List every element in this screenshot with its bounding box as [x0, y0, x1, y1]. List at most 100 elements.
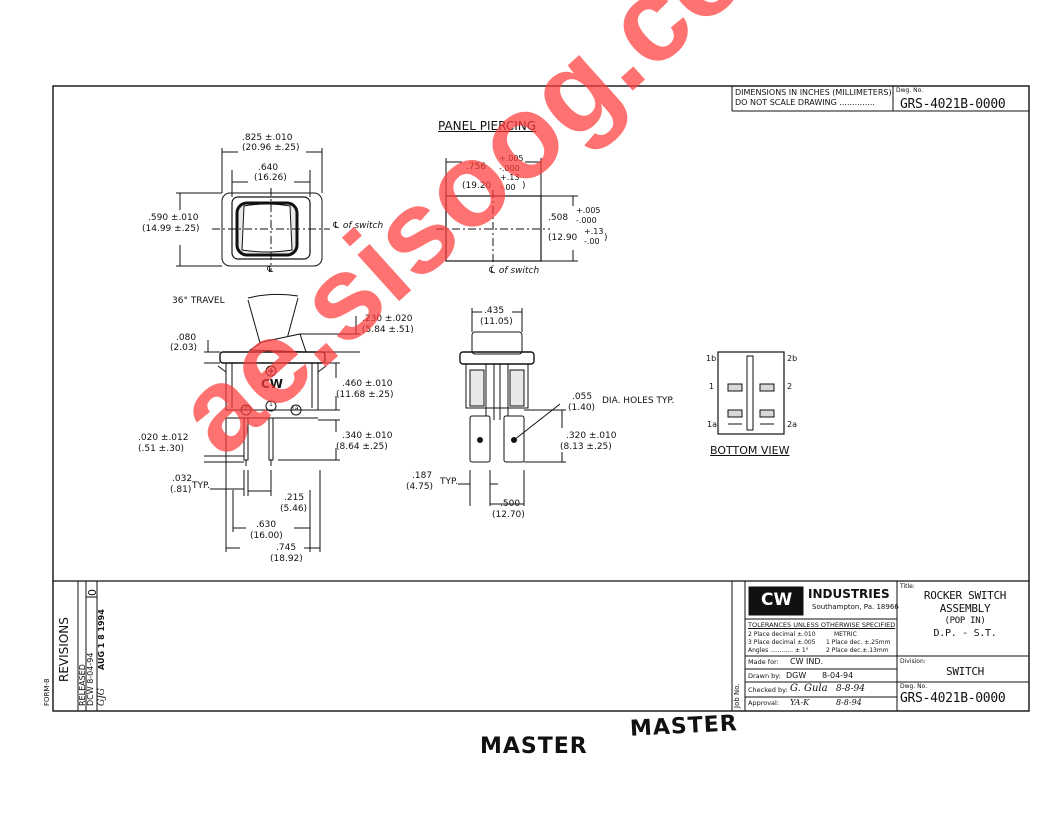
dim-055: .055 [572, 392, 593, 402]
bottom-view [717, 351, 785, 435]
panel-piercing-view [436, 158, 578, 266]
dim-187-mm: (4.75) [406, 482, 434, 492]
bottom-label-1b: 1b [706, 354, 717, 363]
dim-080: .080 [176, 333, 197, 343]
top-view [176, 148, 330, 272]
approval-date: 8-8-94 [836, 698, 862, 707]
dim-435: .435 [484, 306, 505, 316]
revision-number: 0 [86, 589, 99, 596]
panel-width-mm-close: ) [522, 181, 526, 191]
dim-500-mm: (12.70) [492, 510, 525, 520]
released-by: DCW 8-04-94 [86, 652, 95, 706]
travel-label: 36° TRAVEL [172, 296, 225, 306]
dim-320: .320 ±.010 [566, 431, 617, 441]
top-width-dim-mm: (20.96 ±.25) [242, 143, 300, 153]
title-line-1: ROCKER SWITCH [923, 589, 1007, 602]
division-value: SWITCH [946, 665, 984, 678]
dwg-no-label: Dwg. No. [896, 87, 924, 94]
title-line-3: (POP IN) [944, 616, 986, 626]
dim-745: .745 [276, 543, 297, 553]
dim-340-mm: (8.64 ±.25) [336, 442, 388, 452]
bottom-view-label: BOTTOM VIEW [710, 444, 790, 457]
checked-by-value: G. Gula [790, 683, 828, 694]
dwg-no-header: GRS-4021B-0000 [900, 97, 1006, 112]
scale-note: DO NOT SCALE DRAWING .............. [735, 98, 875, 107]
title-block-lines [731, 581, 1029, 711]
release-date-stamp: AUG 1 8 1994 [97, 609, 106, 670]
dim-340: .340 ±.010 [342, 431, 393, 441]
drawn-date: 8-04-94 [822, 671, 854, 680]
company-logo: CW [761, 590, 793, 610]
dim-080-mm: (2.03) [170, 343, 198, 353]
holes-label: DIA. HOLES TYP. [602, 396, 675, 406]
dim-745-mm: (18.92) [270, 554, 303, 564]
dimensions-note: DIMENSIONS IN INCHES (MILLIMETERS) [735, 88, 892, 97]
panel-centerline-label: ℄ of switch [488, 266, 540, 276]
top-centerline-mark: ℄ [266, 265, 275, 275]
dim-460: .460 ±.010 [342, 379, 393, 389]
dim-215-mm: (5.46) [280, 504, 308, 514]
panel-height-mm-plus: +.13 [584, 227, 604, 236]
dwg-no-label-bottom: Dwg. No. [900, 683, 928, 690]
checked-by-label: Checked by: [748, 686, 788, 694]
title-label: Title: [900, 583, 915, 590]
dim-020: .020 ±.012 [138, 433, 189, 443]
dim-055-mm: (1.40) [568, 403, 596, 413]
top-height-dim: .590 ±.010 [148, 213, 199, 223]
panel-width-mm: (19.20 [462, 181, 492, 191]
panel-width-dim: .756 [466, 162, 487, 172]
dim-187-typ: TYP. [440, 477, 458, 487]
dim-187: .187 [412, 471, 433, 481]
approval-label: Approval: [748, 699, 780, 707]
top-width-dim: .825 ±.010 [242, 133, 293, 143]
metric-line-2: 2 Place dec.±.13mm [826, 647, 889, 654]
side-cw-logo: CW [261, 377, 284, 391]
company-name: INDUSTRIES [808, 587, 890, 601]
made-for-value: CW IND. [790, 657, 824, 666]
panel-width-tol-minus: -.000 [499, 164, 520, 173]
dim-032-mm: (.81) [170, 485, 192, 495]
drawn-by-value: DGW [786, 671, 807, 680]
bottom-label-1: 1 [709, 382, 715, 391]
dim-215: .215 [284, 493, 305, 503]
top-inner-dim-mm: (16.26) [254, 173, 287, 183]
job-no-label: Job No. [733, 683, 741, 708]
dim-020-mm: (.51 ±.30) [138, 444, 185, 454]
dim-500: .500 [500, 499, 521, 509]
dim-230: .230 ±.020 [362, 314, 413, 324]
metric-line-1: 1 Place dec. ±.25mm [826, 639, 891, 646]
panel-piercing-label: PANEL PIERCING [438, 119, 537, 133]
dim-230-mm: (5.84 ±.51) [362, 325, 414, 335]
side-view [204, 293, 360, 552]
checked-date: 8-8-94 [836, 684, 865, 694]
revisions-block-lines [77, 581, 98, 711]
form-number: FORM-8 [43, 678, 51, 706]
dwg-no-bottom: GRS-4021B-0000 [900, 691, 1006, 706]
made-for-label: Made for: [748, 658, 779, 666]
drawn-by-label: Drawn by: [748, 672, 781, 680]
bottom-label-2b: 2b [787, 354, 798, 363]
drawing-border [52, 85, 1030, 712]
approval-value: YA-K [790, 698, 810, 707]
division-label: Division: [900, 658, 926, 665]
revisions-title: REVISIONS [57, 617, 71, 682]
term-1-label: 1 [269, 401, 273, 408]
panel-width-mm-minus: -.00 [500, 183, 516, 192]
top-height-dim-mm: (14.99 ±.25) [142, 224, 200, 234]
panel-width-tol-plus: +.005 [499, 154, 524, 163]
term-1b-label: 1b [241, 405, 249, 412]
bottom-label-2a: 2a [787, 420, 797, 429]
top-inner-dim: .640 [258, 163, 279, 173]
dim-032-typ: TYP. [192, 481, 210, 491]
panel-height-dim: .508 [548, 213, 569, 223]
metric-label: METRIC [834, 631, 857, 638]
release-initials: GJG [97, 688, 107, 706]
panel-height-mm: (12.90 [548, 233, 578, 243]
end-view [458, 308, 566, 506]
tolerance-line-3: Angles ............ ± 1° [748, 647, 809, 654]
tolerance-line-1: 2 Place decimal ±.010 [748, 631, 816, 638]
dim-630-mm: (16.00) [250, 531, 283, 541]
dim-320-mm: (8.13 ±.25) [560, 442, 612, 452]
title-line-2: ASSEMBLY [939, 602, 991, 615]
